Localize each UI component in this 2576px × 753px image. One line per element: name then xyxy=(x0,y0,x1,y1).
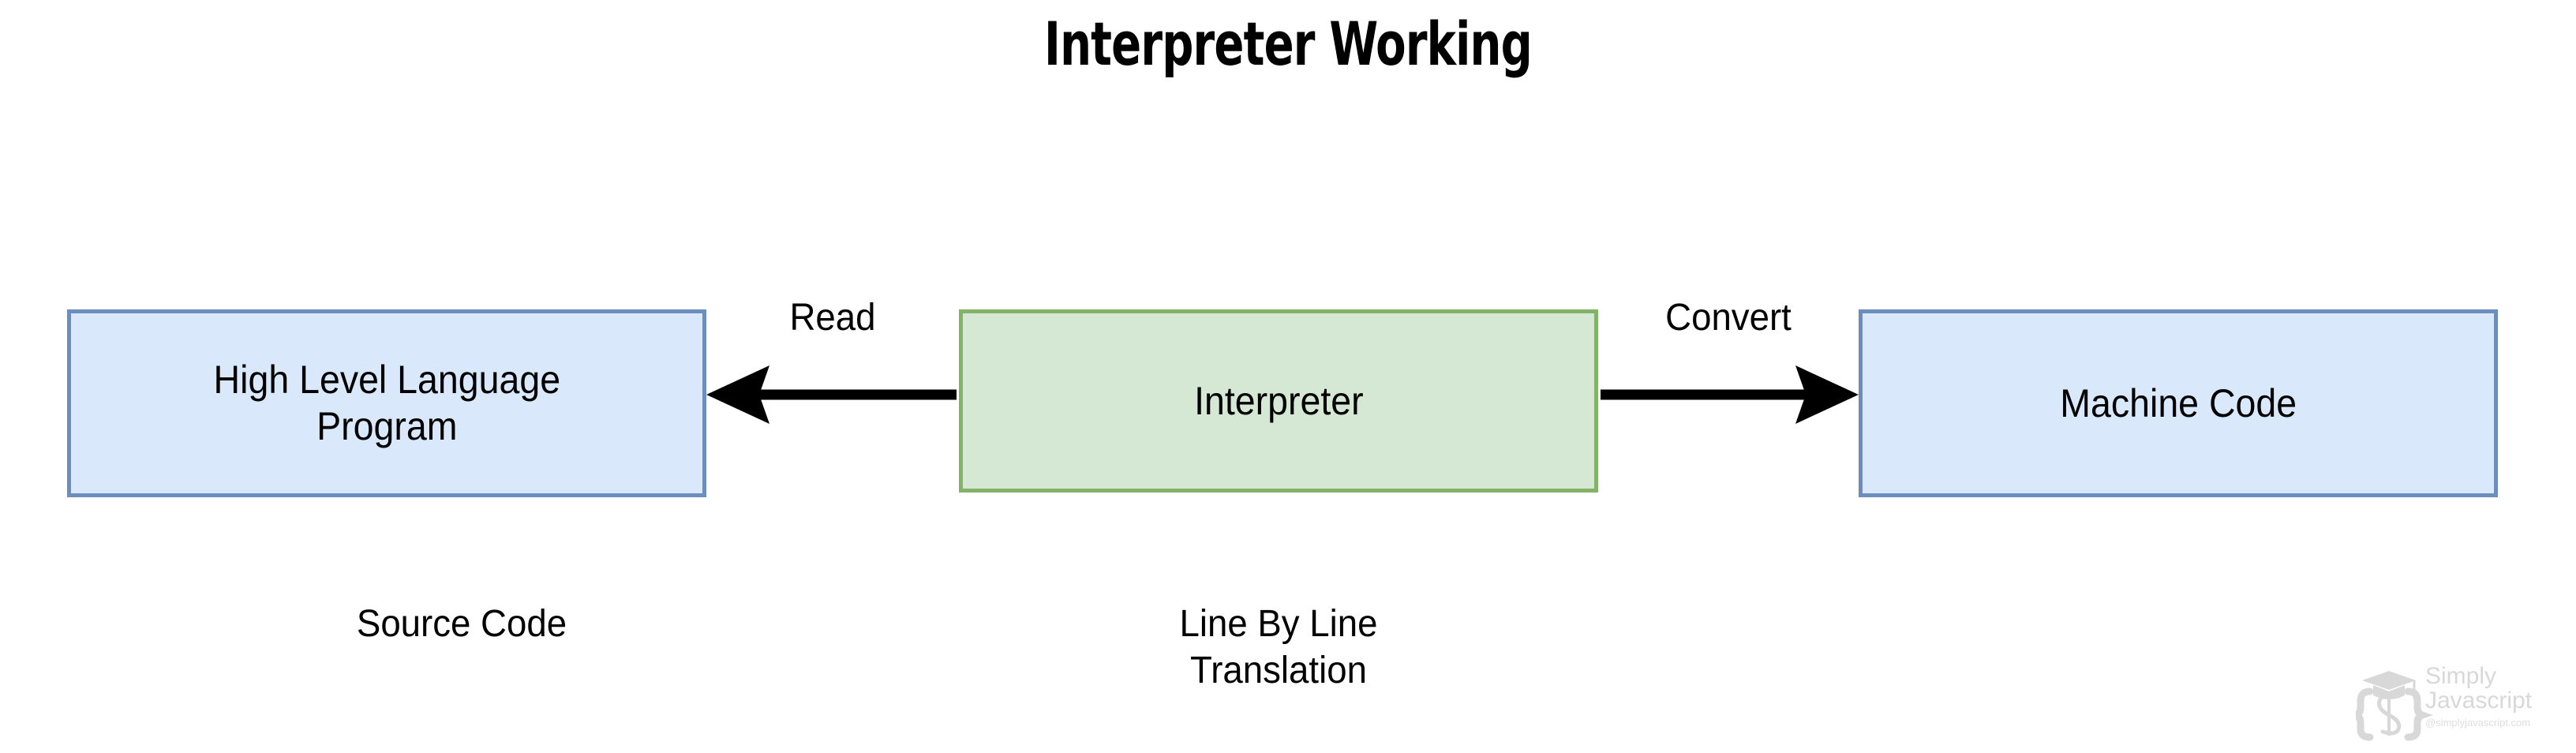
watermark-brand-line2: Javascript xyxy=(2425,687,2533,714)
watermark: Simply Javascript @simplyjavascript.com xyxy=(2344,654,2561,742)
watermark-brand: Simply Javascript xyxy=(2425,663,2533,714)
node-label-machine-code: Machine Code xyxy=(2060,380,2297,425)
page-title: Interpreter Working xyxy=(1044,9,1533,79)
node-machine-code: Machine Code xyxy=(1859,309,2498,497)
node-label-source-line2: Program xyxy=(316,404,458,448)
caption-translation-line2: Translation xyxy=(1190,649,1367,691)
node-label-source: High Level Language Program xyxy=(213,357,560,450)
caption-translation-line1: Line By Line xyxy=(1179,603,1378,645)
edge-label-convert: Convert xyxy=(1665,297,1792,339)
simply-javascript-logo-icon xyxy=(2344,671,2434,741)
watermark-brand-line1: Simply xyxy=(2425,663,2497,689)
edge-convert-arrow xyxy=(1601,365,1859,424)
caption-line-by-line-translation: Line By Line Translation xyxy=(975,601,1582,694)
node-high-level-language-program: High Level Language Program xyxy=(67,309,706,497)
edge-read-arrow xyxy=(706,365,957,424)
node-label-source-line1: High Level Language xyxy=(213,358,560,402)
node-label-interpreter: Interpreter xyxy=(1193,378,1364,423)
caption-source-code: Source Code xyxy=(356,603,567,645)
node-interpreter: Interpreter xyxy=(959,309,1598,493)
watermark-url: @simplyjavascript.com xyxy=(2425,717,2531,729)
edge-label-read: Read xyxy=(789,297,876,339)
